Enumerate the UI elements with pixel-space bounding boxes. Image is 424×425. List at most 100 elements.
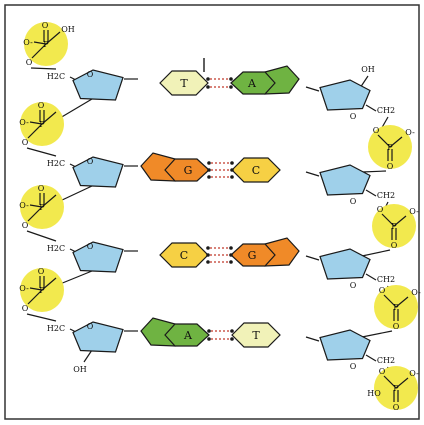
left-sugar-o-label: O <box>87 157 94 166</box>
right-phosphate-link-o-label: O <box>377 205 384 214</box>
left-base-label: C <box>180 249 188 262</box>
right-sugar-base-bond <box>305 255 320 261</box>
bond-atom-dot <box>206 253 210 257</box>
left-bottom-oh-label: OH <box>73 365 87 374</box>
left-phosphate-bond <box>31 43 47 59</box>
left-sugar-ring <box>72 156 124 188</box>
right-base-purine-hexagon <box>230 243 276 267</box>
bond-atom-dot <box>230 337 234 341</box>
right-sugar-o-label: O <box>350 112 357 121</box>
right-sugar-base-bond <box>305 336 320 342</box>
left-phosphate-o-label: O <box>42 21 49 30</box>
bond-atom-dot <box>207 337 211 341</box>
left-o-ch2-bond <box>30 67 57 70</box>
bond-atom-dot <box>230 329 234 333</box>
left-phosphate-bond <box>29 121 43 125</box>
bond-atom-dot <box>207 329 211 333</box>
sugars <box>72 69 371 361</box>
bond-atom-dot <box>230 161 234 165</box>
right-sugar-ch2-bond <box>365 189 377 197</box>
right-sugar-base-bond <box>305 86 320 92</box>
left-phosphate-link-o-label: O <box>26 58 33 67</box>
bond-atom-dot <box>229 246 233 250</box>
left-phosphate-p-label: P <box>43 40 49 49</box>
right-phosphate-link-o-label: O <box>379 367 386 376</box>
bond-atom-dot <box>206 85 210 89</box>
right-base-pyrimidine <box>231 157 281 183</box>
left-phosphate-bond <box>27 123 43 139</box>
right-ch2-label: CH2 <box>377 275 395 284</box>
bond-atom-dot <box>206 260 210 264</box>
right-phosphate-o-label: O <box>393 322 400 331</box>
left-phosphate-link-o-label: O <box>22 221 29 230</box>
bond-atom-dot <box>206 77 210 81</box>
right-ch2-label: CH2 <box>377 191 395 200</box>
right-sugar-o-label: O <box>350 362 357 371</box>
right-sugar-o-label: O <box>350 197 357 206</box>
left-h2c-label: H2C <box>47 324 65 333</box>
left-base-label: T <box>180 77 188 90</box>
bond-atom-dot <box>207 175 211 179</box>
right-phosphate-bond <box>383 375 397 389</box>
left-sugar-phosphate-bond <box>59 270 93 285</box>
right-sugar-ring <box>319 164 371 196</box>
left-phosphate-ominus-label: O- <box>19 201 29 210</box>
right-phosphate-p-label: P <box>393 303 399 312</box>
right-sugar-ring <box>319 248 371 280</box>
bond-atom-dot <box>229 260 233 264</box>
backbone-lines <box>26 67 393 373</box>
bond-atom-dot <box>229 85 233 89</box>
left-sugar-o-label: O <box>87 70 94 79</box>
bond-atom-dot <box>230 168 234 172</box>
right-phosphate-sugar-bond <box>361 330 393 338</box>
right-base-label: C <box>252 164 260 177</box>
right-phosphate-ominus-label: O- <box>409 369 419 378</box>
right-phosphate-bond <box>395 296 409 308</box>
left-o-ch2-bond <box>26 313 57 322</box>
left-phosphate-o-label: O <box>38 267 45 276</box>
left-phosphate-ominus-label: O- <box>19 118 29 127</box>
right-phosphate-bond <box>393 215 407 227</box>
right-phosphate-bond <box>395 377 409 389</box>
labels: POO-OHOPOO-OPOO-OPOO-OOH2COH2COH2COH2COH… <box>19 21 421 412</box>
left-base-label: A <box>183 329 193 342</box>
left-phosphate-ominus-label: O- <box>19 284 29 293</box>
right-top-oh-label: OH <box>361 65 375 74</box>
left-sugar-ring <box>72 69 124 101</box>
right-phosphate-ho-label: HO <box>367 389 381 398</box>
right-base-label: T <box>252 329 260 342</box>
left-phosphate-oh-label: OH <box>61 25 75 34</box>
left-phosphate-p-label: P <box>39 120 45 129</box>
left-sugar-ring <box>72 241 124 273</box>
left-phosphate-ominus-label: O- <box>23 38 33 47</box>
right-sugar-ch2-bond <box>365 273 377 281</box>
bond-atom-dot <box>207 168 211 172</box>
right-phosphate-o-label: O <box>391 241 398 250</box>
bond-atom-dot <box>207 161 211 165</box>
bond-atom-dot <box>229 77 233 81</box>
left-base-purine-hexagon <box>164 323 210 347</box>
right-phosphate-p-label: P <box>387 143 393 152</box>
right-phosphate-ominus-label: O- <box>405 128 415 137</box>
left-phosphate-p-label: P <box>39 286 45 295</box>
right-base-pyrimidine <box>231 322 281 348</box>
right-ch2-label: CH2 <box>377 106 395 115</box>
left-phosphate-bond <box>27 206 43 222</box>
left-phosphate-bond <box>27 289 43 305</box>
right-sugar-o-label: O <box>350 281 357 290</box>
left-h2c-label: H2C <box>47 159 65 168</box>
left-base-pyrimidine <box>159 70 209 96</box>
right-ch2-label: CH2 <box>377 356 395 365</box>
bond-atom-dot <box>206 246 210 250</box>
left-phosphate-o-label: O <box>38 101 45 110</box>
right-base-label: A <box>247 77 257 90</box>
right-phosphate-p-label: P <box>391 222 397 231</box>
left-phosphate-link-o-label: O <box>22 138 29 147</box>
bond-atom-dot <box>230 175 234 179</box>
right-phosphate-bond <box>381 213 395 227</box>
left-sugar-phosphate-bond <box>59 98 93 119</box>
right-phosphate-ominus-label: O- <box>411 288 421 297</box>
right-base-label: G <box>248 249 257 262</box>
